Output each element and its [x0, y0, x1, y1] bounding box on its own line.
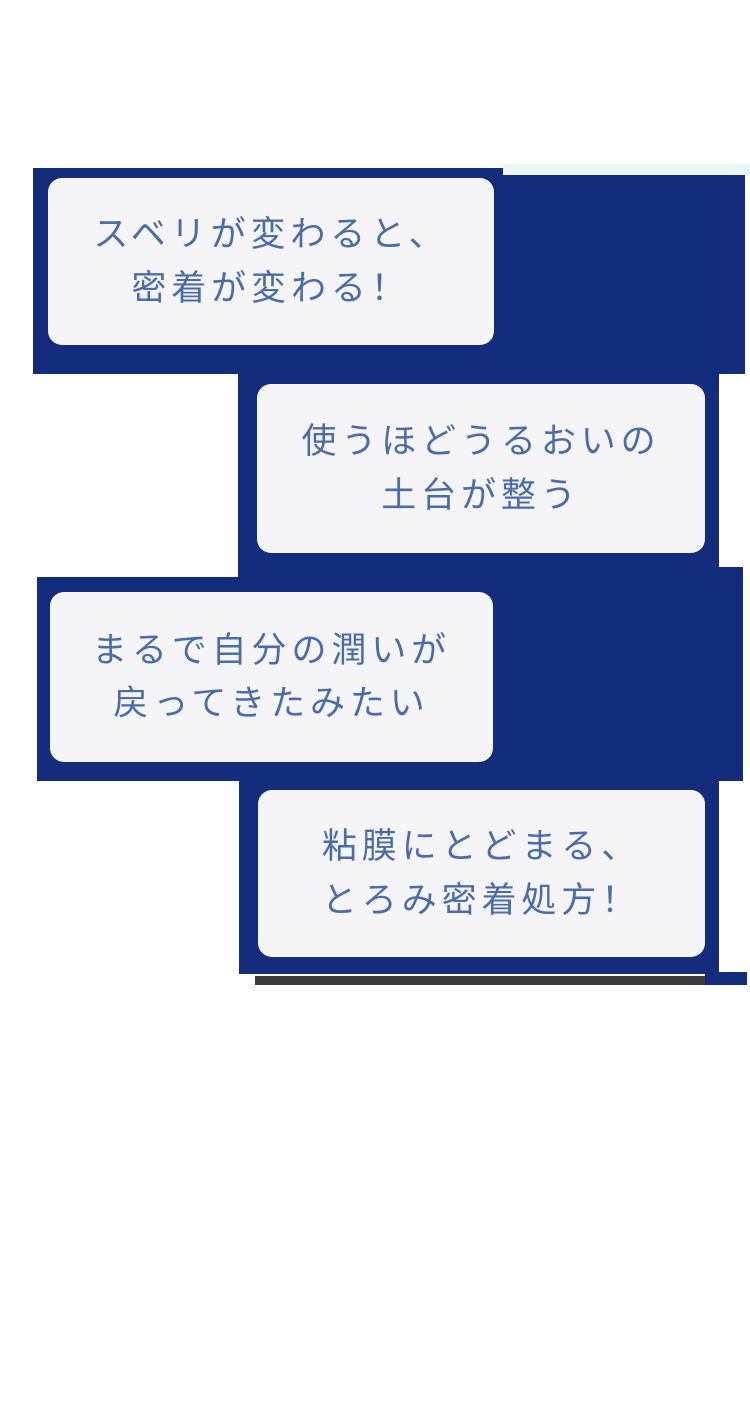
- top-light-blue-strip: [503, 164, 750, 175]
- speech-bubble-2: 使うほどうるおいの 土台が整う: [257, 384, 705, 553]
- speech-bubble-1: スベリが変わると、 密着が変わる！: [48, 178, 494, 345]
- bubble4-line1: 粘膜にとどまる、: [321, 827, 642, 867]
- bubble2-line1: 使うほどうるおいの: [301, 422, 661, 462]
- bubble1-line1: スベリが変わると、: [93, 215, 449, 255]
- bubble3-line2: 戻ってきたみたい: [113, 684, 430, 723]
- bubble1-line2: 密着が変わる！: [131, 268, 411, 308]
- bubble3-line1: まるで自分の潤いが: [91, 630, 452, 670]
- bottom-navy-strip: [705, 972, 747, 985]
- bubble4-line2: とろみ密着処方！: [321, 880, 642, 920]
- bubble2-line2: 土台が整う: [381, 475, 581, 515]
- speech-bubble-3: まるで自分の潤いが 戻ってきたみたい: [50, 592, 493, 762]
- bubble1-backdrop-right: [503, 175, 745, 374]
- bubble2-backdrop-bridge: [719, 567, 743, 577]
- speech-bubble-4: 粘膜にとどまる、 とろみ密着処方！: [258, 790, 705, 957]
- bottom-dark-strip: [255, 976, 705, 985]
